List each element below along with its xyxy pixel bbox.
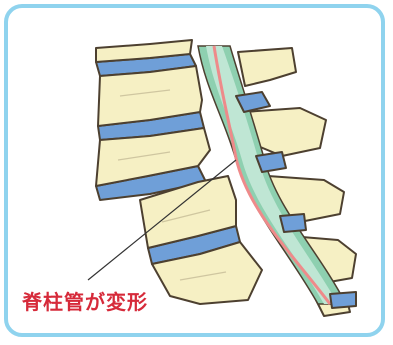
vertebral-body [151,241,263,305]
posterior-arch [237,47,297,87]
caption-text: 脊柱管が変形 [22,290,148,314]
intervertebral-disc [329,291,357,309]
nerve-line [212,45,332,305]
intervertebral-disc [255,151,287,173]
leader-line [87,159,237,281]
intervertebral-disc [235,91,271,113]
vertebral-body [95,127,211,187]
intervertebral-disc [279,213,307,233]
vertebral-body [97,65,203,127]
vertebral-body [139,175,237,249]
vertebral-body [95,39,193,63]
